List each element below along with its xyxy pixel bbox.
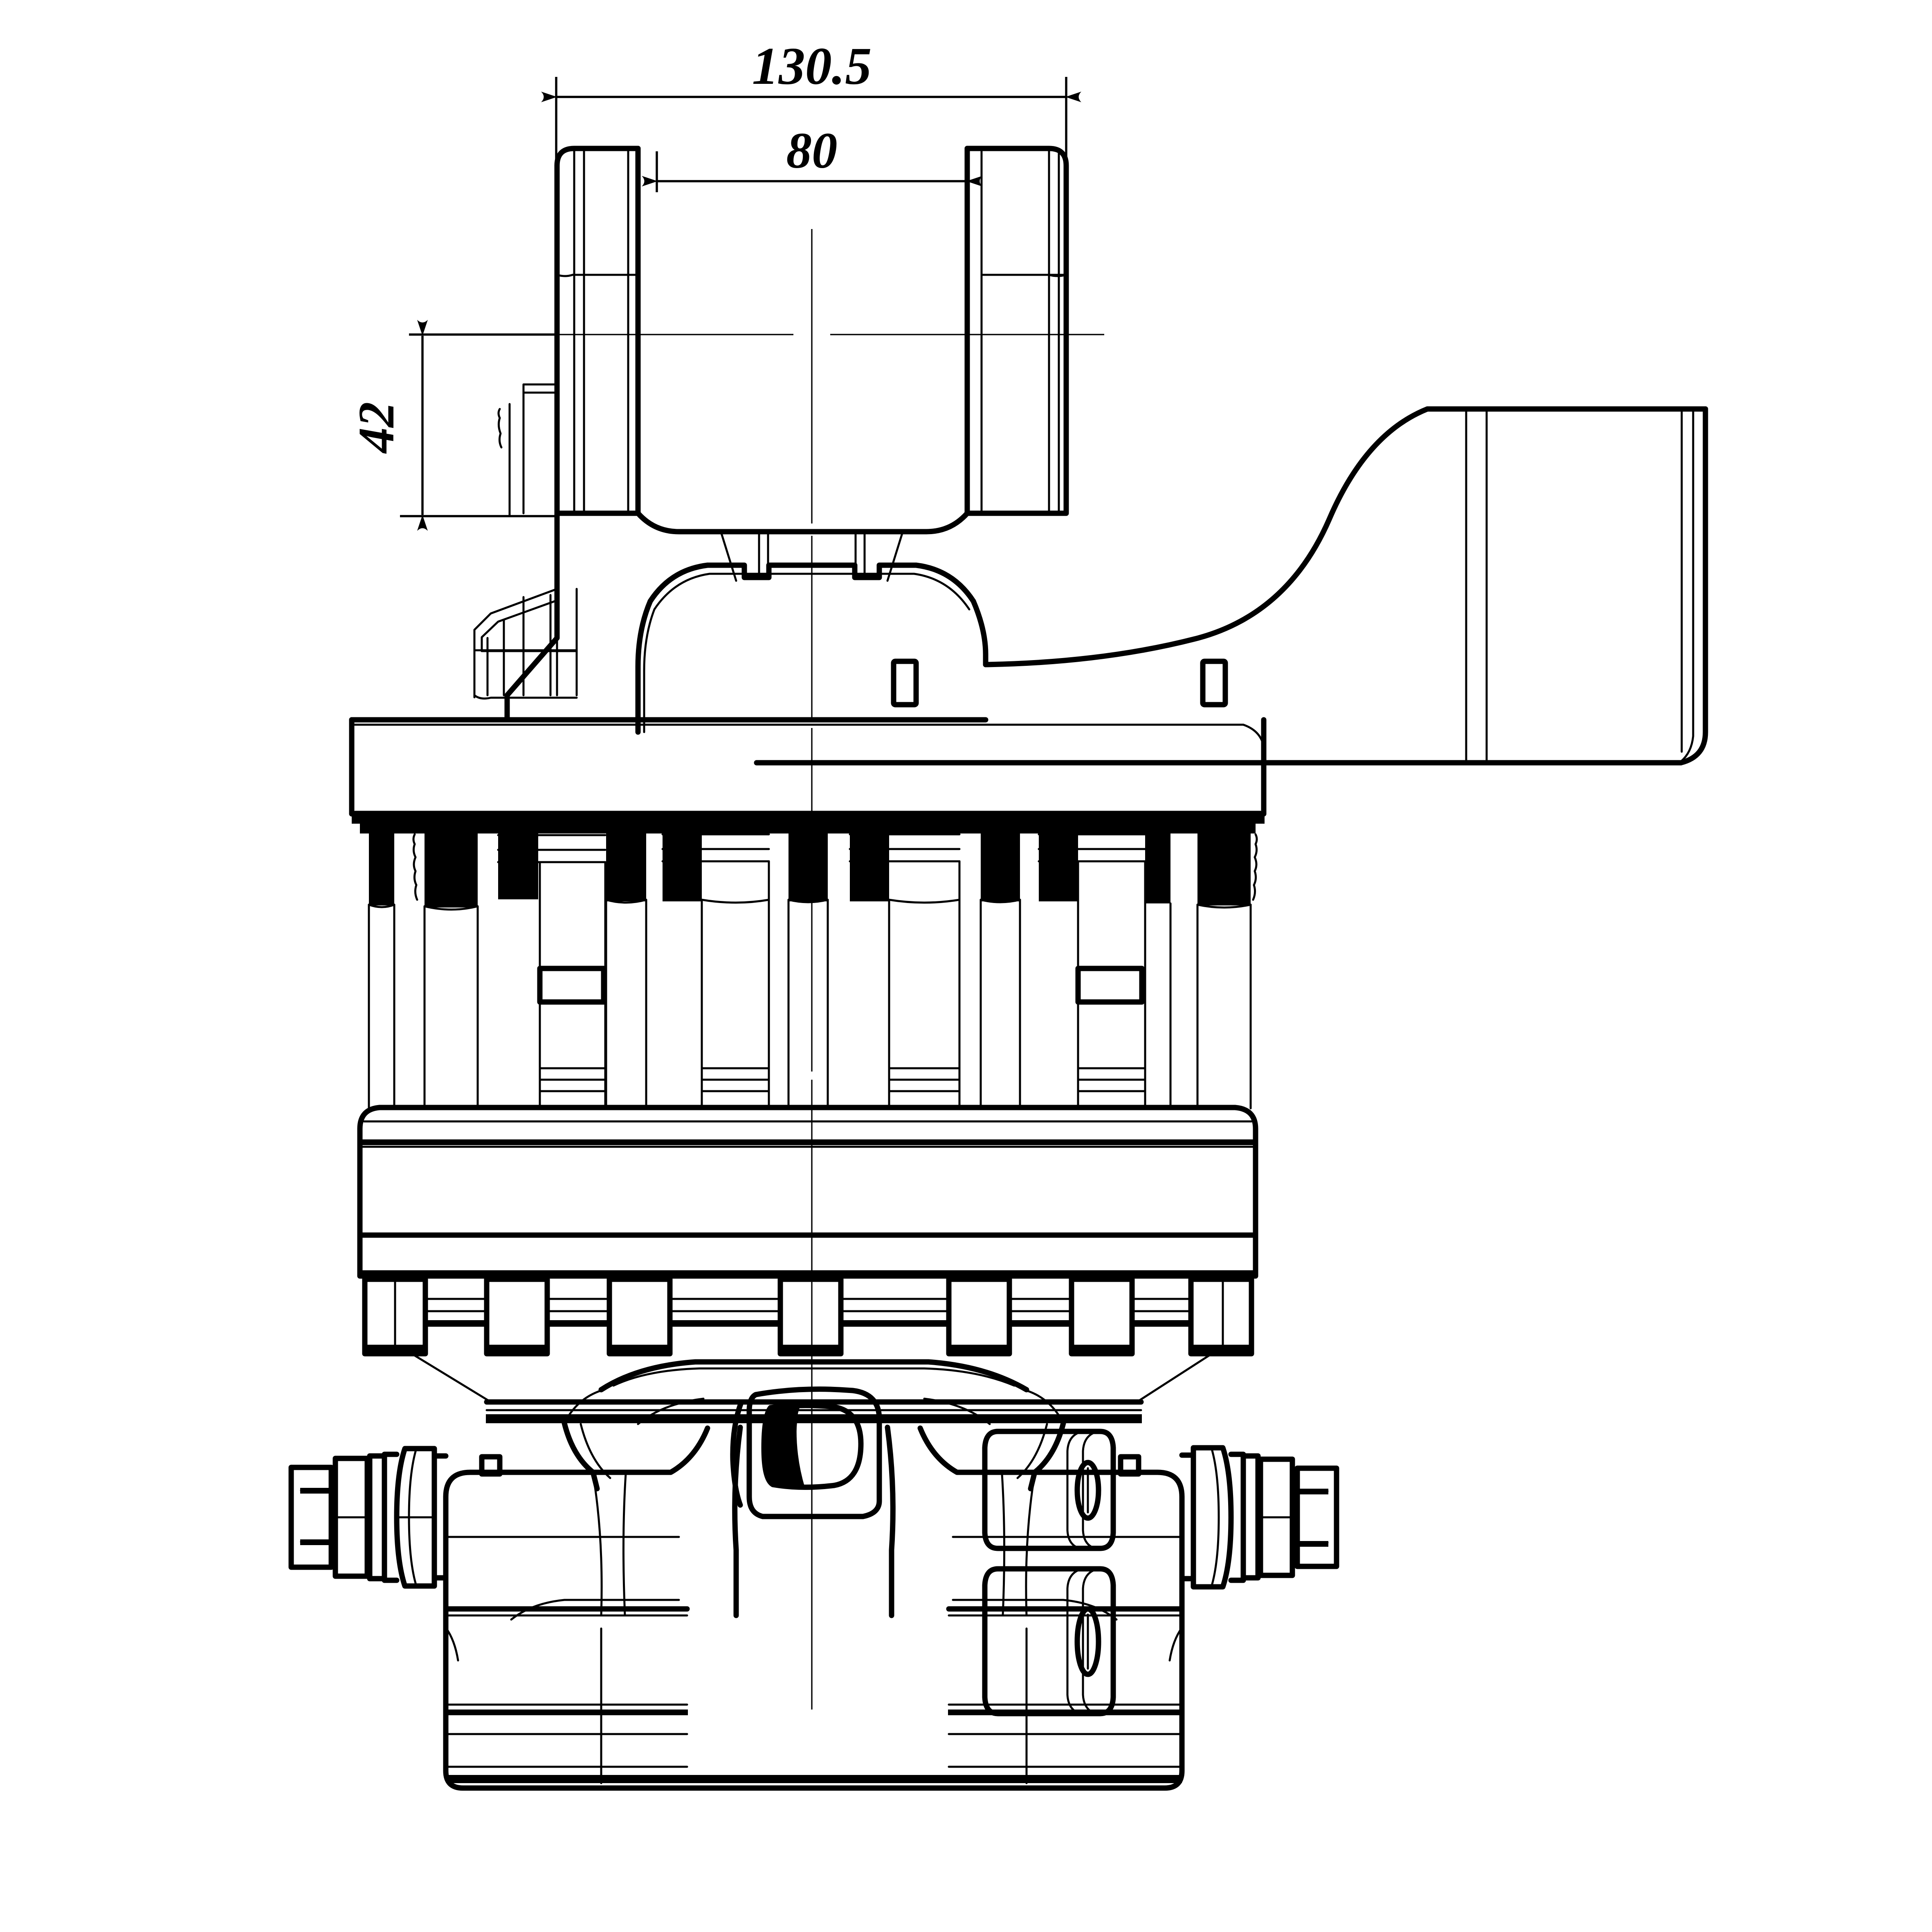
clevis-seat — [635, 146, 988, 735]
motor-neck — [598, 1359, 1029, 1425]
port-boss-upper — [982, 1429, 1116, 1551]
port-boss-lower — [982, 1566, 1116, 1716]
bolt-column-10 — [1145, 824, 1172, 1110]
dimension-label-80: 80 — [786, 123, 838, 179]
dimension-label-130-5: 130.5 — [752, 37, 872, 96]
bolt-column-8 — [979, 824, 1021, 1110]
yoke-left-arm — [556, 148, 639, 514]
arm-slot-right — [1200, 658, 1228, 708]
motor-bottom-detail — [510, 1389, 1118, 1621]
bolt-column-2 — [412, 824, 479, 1110]
bolt-column-11 — [1196, 824, 1258, 1110]
bolt-column-7 — [849, 824, 961, 1110]
dimension-width-overall: 130.5 — [541, 37, 1081, 172]
top-flange — [349, 717, 1267, 824]
fitting-left — [288, 1446, 449, 1589]
motor-oval-pocket — [746, 1386, 882, 1519]
dimension-label-42: 42 — [348, 402, 405, 454]
rotator-housing — [357, 1105, 1258, 1279]
motor-housing — [443, 1386, 1185, 1791]
bolt-column-5 — [661, 824, 770, 1110]
yoke-right-arm — [964, 146, 1069, 516]
fitting-right — [1179, 1445, 1339, 1590]
bolt-columns — [360, 824, 1258, 1110]
lower-spline — [362, 1276, 1254, 1357]
bracket-left-foot — [473, 588, 578, 700]
bolt-column-1 — [368, 824, 395, 1110]
arm-slot-left — [891, 658, 919, 708]
dimension-height-clevis-seat: 42 — [348, 320, 559, 531]
bolt-column-6 — [787, 824, 829, 1110]
curved-arm — [349, 406, 1708, 766]
bolt-column-4 — [605, 824, 647, 1110]
